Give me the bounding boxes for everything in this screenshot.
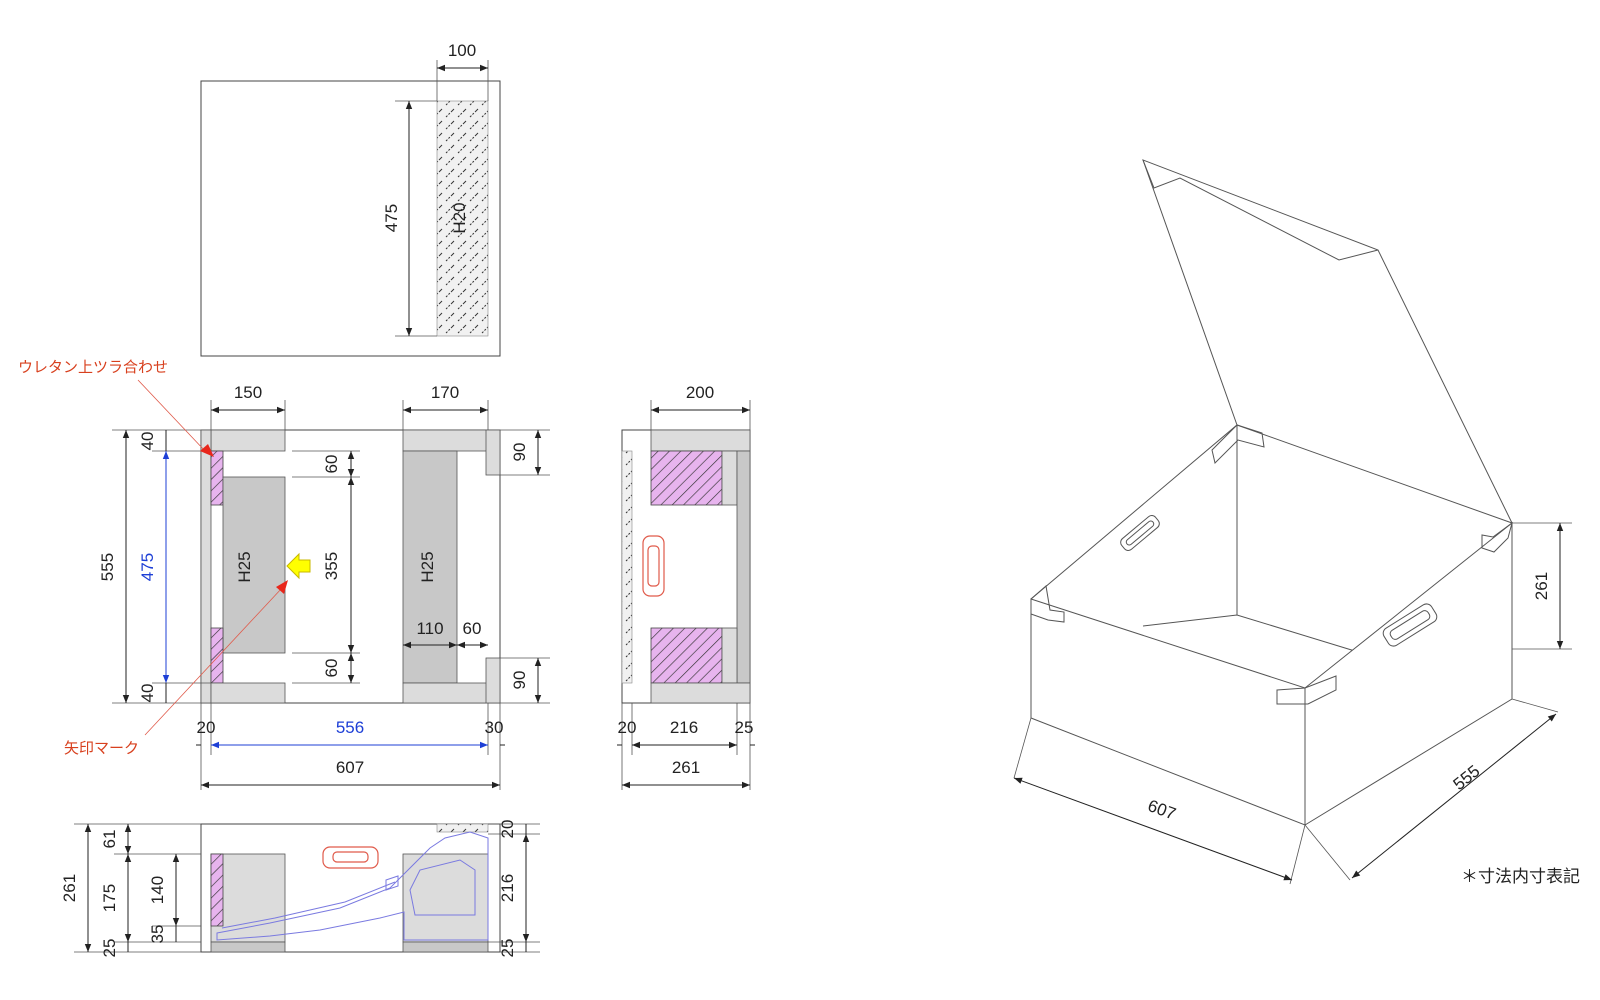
- elev-dim-140: 140: [148, 876, 167, 904]
- side-view: 200 20 216 25 261: [617, 383, 755, 790]
- lid-dim-475: 475: [382, 204, 401, 232]
- plan-foam-label-left: H25: [235, 551, 254, 582]
- elev-dim-216: 216: [498, 874, 517, 902]
- plan-dim-60-bottom: 60: [322, 659, 341, 678]
- elev-dim-61: 61: [100, 830, 119, 849]
- iso-dim-261: 261: [1532, 572, 1551, 600]
- plan-dim-30: 30: [485, 718, 504, 737]
- iso-dim-607: 607: [1145, 796, 1178, 824]
- plan-foam-label-right: H25: [418, 551, 437, 582]
- elev-dim-261: 261: [60, 874, 79, 902]
- side-dim-216: 216: [670, 718, 698, 737]
- plan-dim-607: 607: [336, 758, 364, 777]
- footnote-inner-dimensions: ＊寸法内寸表記: [1461, 867, 1580, 886]
- lid-foam-label: H20: [450, 202, 469, 233]
- plan-view: H25 H25 150 170 555 40 475 40: [18, 359, 550, 790]
- side-dim-200: 200: [686, 383, 714, 402]
- elev-dim-35: 35: [148, 925, 167, 944]
- plan-dim-60-right: 60: [463, 619, 482, 638]
- elevation-view: 261 61 175 25 140 35 20 216 25: [60, 820, 540, 958]
- note-arrow-mark: 矢印マーク: [64, 740, 139, 757]
- side-dim-20: 20: [618, 718, 637, 737]
- note-urethane-flush: ウレタン上ツラ合わせ: [18, 359, 168, 376]
- plan-dim-40-top: 40: [138, 432, 157, 451]
- side-dim-25: 25: [735, 718, 754, 737]
- isometric-view: 607 555 261 ＊寸法内寸表記: [1013, 159, 1580, 886]
- plan-dim-150: 150: [234, 383, 262, 402]
- plan-dim-90-top: 90: [510, 443, 529, 462]
- lid-dim-100: 100: [448, 41, 476, 60]
- plan-dim-555: 555: [98, 553, 117, 581]
- elev-dim-25-left: 25: [100, 939, 119, 958]
- plan-foam-h25-left: [222, 476, 286, 654]
- yellow-arrow-mark: [286, 552, 311, 580]
- elev-dim-20: 20: [498, 820, 517, 839]
- plan-dim-170: 170: [431, 383, 459, 402]
- plan-dim-60-top: 60: [322, 455, 341, 474]
- plan-dim-90-bottom: 90: [510, 671, 529, 690]
- side-dim-261: 261: [672, 758, 700, 777]
- elev-dim-25-right: 25: [498, 939, 517, 958]
- plan-dim-110: 110: [416, 619, 443, 638]
- plan-dim-475: 475: [138, 553, 157, 581]
- plan-dim-40-bottom: 40: [138, 684, 157, 703]
- lid-view: 100 475 H20: [200, 41, 501, 357]
- plan-dim-20: 20: [197, 718, 216, 737]
- elev-dim-175: 175: [100, 884, 119, 912]
- iso-dim-555: 555: [1450, 761, 1484, 794]
- plan-dim-355: 355: [322, 552, 341, 580]
- plan-dim-556: 556: [336, 718, 364, 737]
- lid-foam-h20: [436, 100, 489, 337]
